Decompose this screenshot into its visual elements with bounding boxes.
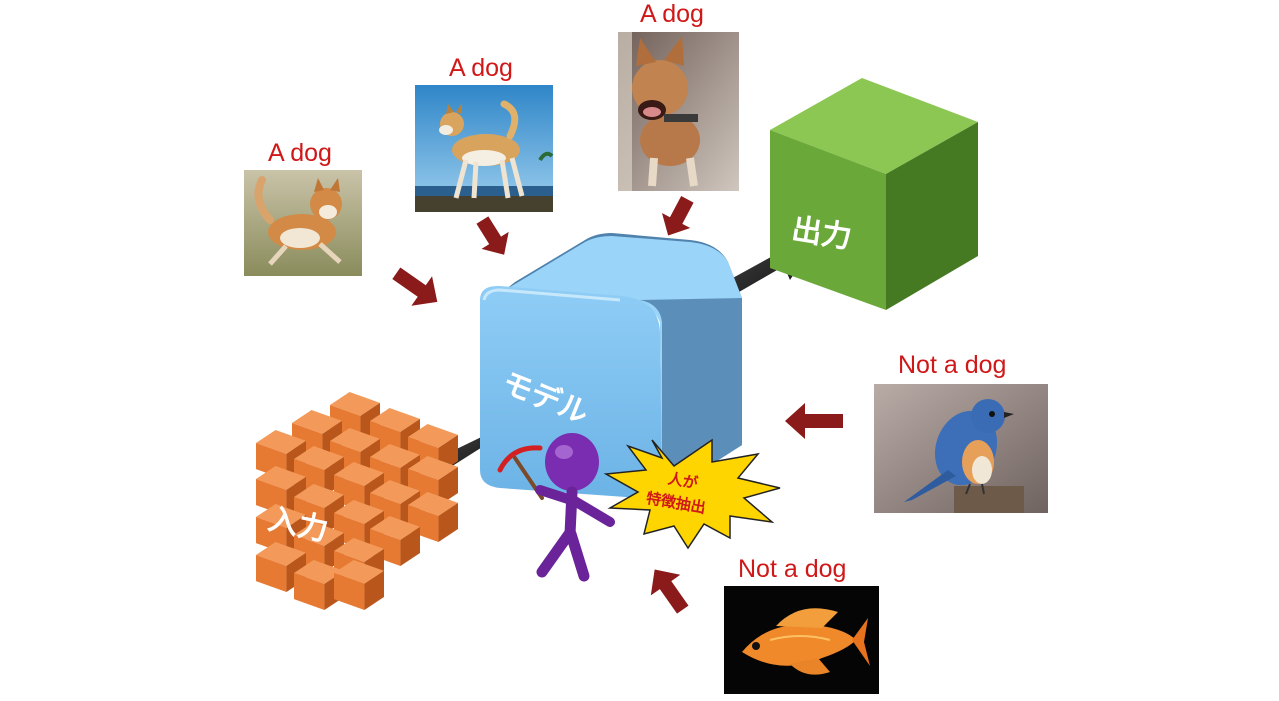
arrow-not-dog-fish <box>650 569 689 614</box>
label-not-dog-bird: Not a dog <box>898 351 1007 379</box>
photo-dog-running <box>244 170 362 276</box>
photo-bird <box>874 384 1048 513</box>
arrow-dog-3 <box>661 196 694 236</box>
arrow-not-dog-bird <box>785 403 843 439</box>
arrow-dog-2 <box>476 216 509 255</box>
output-block-title: 出力 <box>789 211 855 256</box>
photo-fish <box>724 586 879 694</box>
explosion-burst-icon <box>603 438 781 550</box>
photo-dog-standing <box>415 85 554 212</box>
output-block <box>770 78 978 310</box>
arrow-dog-1 <box>392 267 438 306</box>
label-not-dog-fish: Not a dog <box>738 555 847 583</box>
stick-figure-with-pickaxe-icon <box>497 433 615 582</box>
label-dog-1: A dog <box>268 139 332 167</box>
label-dog-2: A dog <box>449 54 513 82</box>
label-dog-3: A dog <box>640 0 704 28</box>
model-block <box>480 233 742 499</box>
photo-dog-puppy <box>618 32 739 191</box>
